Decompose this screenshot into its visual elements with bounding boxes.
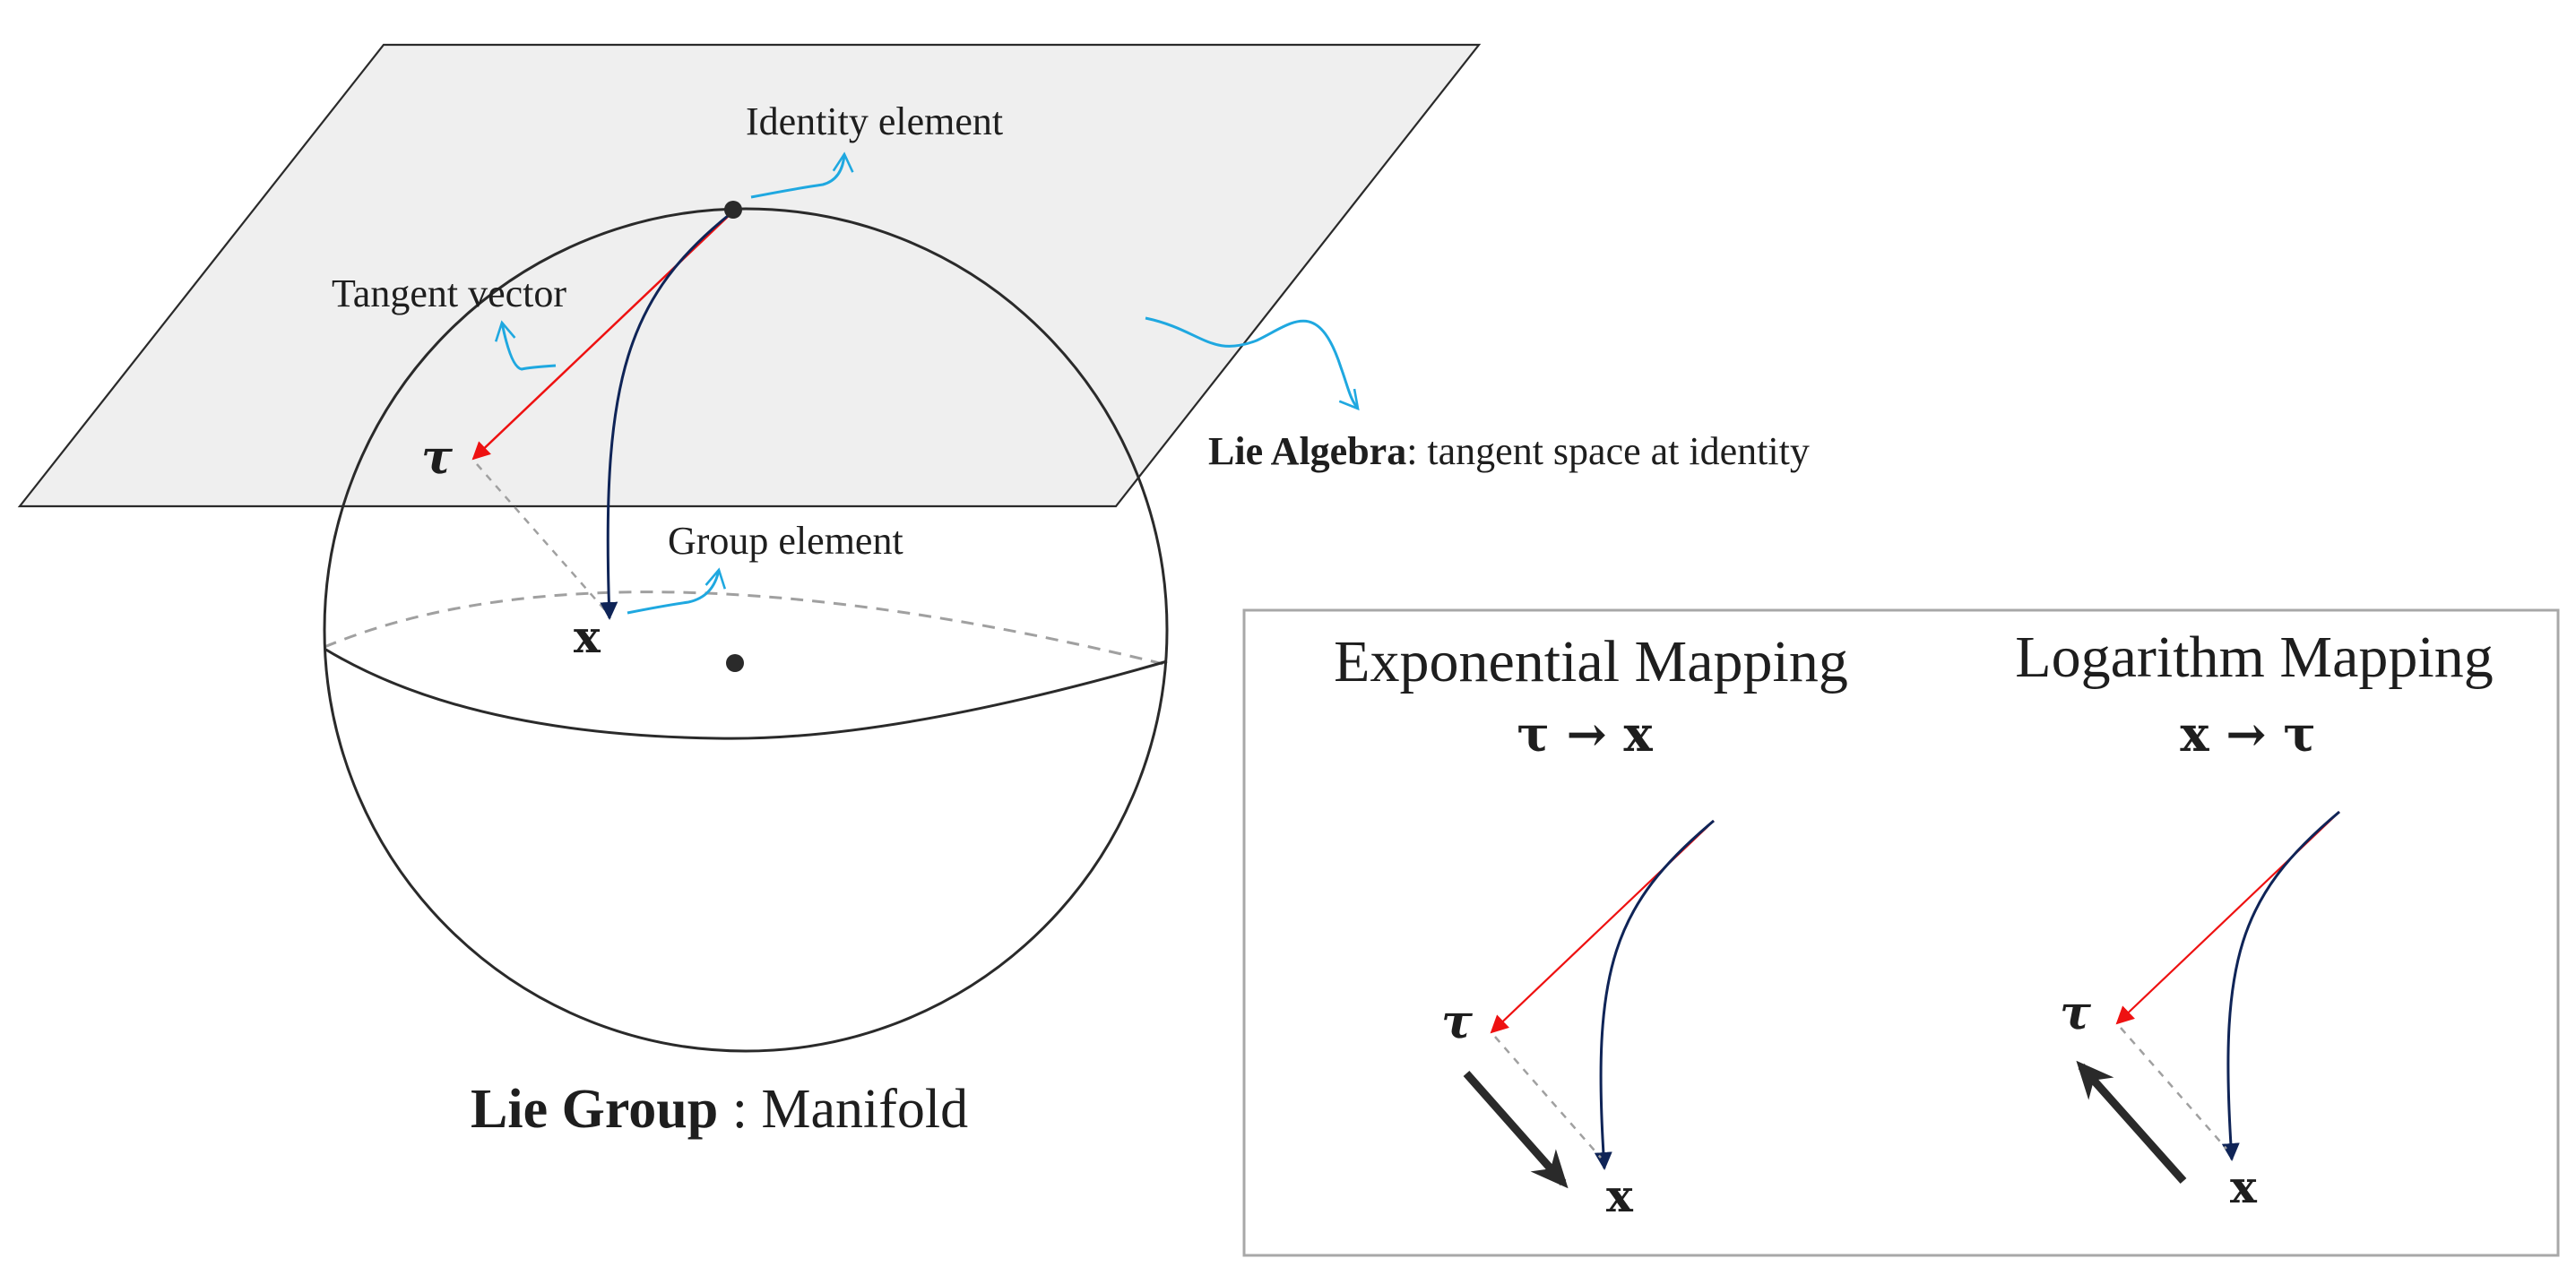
tangent-vector-arrow — [471, 211, 734, 461]
log-mapping-formula: x → τ — [2180, 705, 2315, 763]
lie-algebra-annotation-arrow — [1145, 316, 1360, 411]
tau-label: τ — [421, 430, 454, 485]
exp-direction-arrow — [1463, 1071, 1569, 1189]
sphere-outline — [323, 207, 1169, 1053]
identity-annotation-arrow — [750, 151, 854, 199]
exp-x-label: x — [1606, 1169, 1634, 1222]
identity-element-label: Identity element — [746, 99, 1003, 143]
lie-algebra-label: Lie Algebra: tangent space at identity — [1208, 429, 1810, 473]
log-dashed-line — [2120, 1027, 2227, 1150]
exp-mapping-formula: τ → x — [1517, 705, 1653, 763]
lie-group-label: Lie Group : Manifold — [471, 1079, 968, 1140]
x-label: x — [574, 610, 601, 663]
mapping-panel — [1242, 608, 2560, 1257]
sphere-front-equator — [324, 647, 1168, 740]
exp-mapping-title: Exponential Mapping — [1334, 629, 1848, 694]
projection-dashed-line — [476, 463, 607, 612]
log-mapping-title: Logarithm Mapping — [2015, 625, 2493, 690]
identity-point — [724, 201, 742, 219]
sphere-back-equator — [324, 590, 1168, 667]
log-tau-label: τ — [2060, 986, 2092, 1040]
exponential-curve — [600, 210, 734, 620]
group-element-label: Group element — [668, 519, 903, 563]
exp-tau-label: τ — [1441, 995, 1474, 1049]
exp-curve — [1594, 819, 1715, 1170]
tangent-vector-label: Tangent vector — [332, 272, 566, 315]
log-direction-arrow — [2076, 1060, 2187, 1184]
log-curve — [2221, 810, 2340, 1161]
log-x-label: x — [2230, 1160, 2258, 1213]
exp-dashed-line — [1494, 1036, 1602, 1159]
sphere-center-dot — [726, 654, 744, 672]
group-element-annotation-arrow — [627, 567, 727, 615]
tangent-plane — [17, 43, 1482, 508]
tangent-vector-annotation-arrow — [494, 320, 557, 371]
